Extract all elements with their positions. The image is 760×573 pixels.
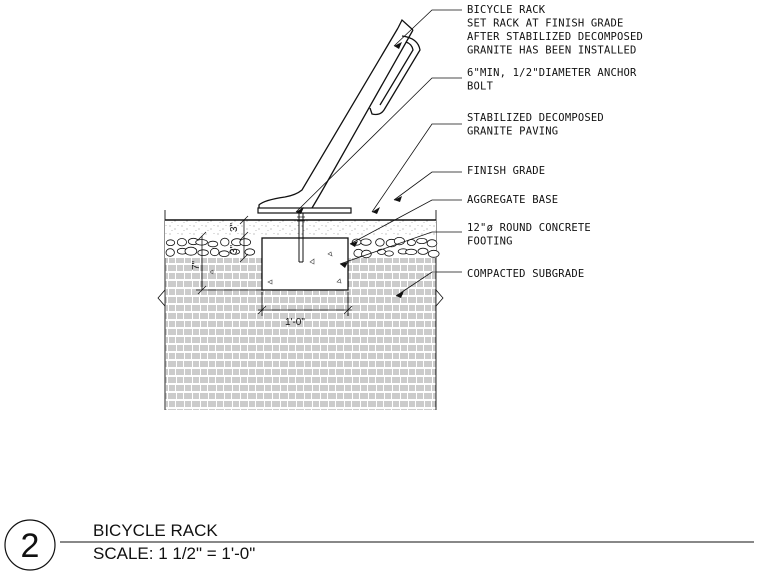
decomposed-granite-paving bbox=[165, 219, 436, 236]
aggregate-pebble bbox=[165, 239, 176, 247]
bicycle-rack-tube bbox=[258, 18, 421, 209]
aggregate-pebble bbox=[416, 237, 428, 244]
aggregate-pebble bbox=[384, 250, 394, 257]
base-depth-dimension: 3" bbox=[229, 244, 240, 254]
aggregate-pebble bbox=[417, 247, 429, 255]
callout-leaders bbox=[295, 9, 462, 297]
dimension-lines bbox=[196, 215, 353, 316]
compacted-subgrade bbox=[157, 210, 444, 410]
callout-dg-paving: STABILIZED DECOMPOSED GRANITE PAVING bbox=[467, 112, 610, 138]
title-block: 2 BICYCLE RACK SCALE: 1 1/2" = 1'-0" bbox=[4, 519, 754, 571]
aggregate-pebble bbox=[393, 237, 405, 246]
callout-anchor-bolt: 6"MIN, 1/2"DIAMETER ANCHOR BOLT bbox=[467, 67, 643, 93]
detail-scale: SCALE: 1 1/2" = 1'-0" bbox=[93, 544, 255, 563]
aggregate-pebble bbox=[184, 246, 198, 256]
aggregate-pebble bbox=[360, 238, 372, 246]
anchor-bolt bbox=[297, 213, 305, 263]
concrete-footing bbox=[209, 237, 349, 291]
callout-compacted-subgrade: COMPACTED SUBGRADE bbox=[467, 268, 584, 280]
aggregate-pebble bbox=[218, 250, 230, 258]
aggregate-pebble bbox=[197, 249, 209, 257]
aggregate-pebble bbox=[244, 248, 256, 256]
callout-bicycle-rack: BICYCLE RACK SET RACK AT FINISH GRADE AF… bbox=[467, 4, 650, 57]
aggregate-pebble bbox=[405, 248, 418, 255]
detail-number-circle bbox=[4, 519, 56, 571]
footing-depth-dimension: 7" bbox=[191, 260, 202, 270]
callout-concrete-footing: 12"ø ROUND CONCRETE FOOTING bbox=[467, 222, 597, 248]
aggregate-pebble bbox=[426, 239, 438, 248]
callout-aggregate-base: AGGREGATE BASE bbox=[467, 194, 558, 206]
aggregate-pebble bbox=[165, 248, 175, 257]
aggregate-pebble bbox=[427, 249, 440, 258]
aggregate-pebble bbox=[207, 240, 219, 248]
aggregate-pebble bbox=[209, 247, 220, 257]
leader-arrowheads bbox=[296, 42, 404, 298]
detail-title: BICYCLE RACK bbox=[93, 521, 218, 540]
rack-base-plate bbox=[257, 207, 352, 214]
paving-depth-dimension: 3" bbox=[229, 222, 240, 232]
footing-width-dimension: 1'-0" bbox=[285, 317, 305, 328]
aggregate-pebble bbox=[239, 238, 252, 247]
detail-number: 2 bbox=[21, 527, 40, 565]
aggregate-pebble bbox=[176, 238, 187, 247]
aggregate-pebble bbox=[220, 237, 230, 247]
aggregate-pebble bbox=[229, 248, 241, 255]
aggregate-pebble bbox=[375, 238, 385, 247]
callout-finish-grade: FINISH GRADE bbox=[467, 165, 545, 177]
